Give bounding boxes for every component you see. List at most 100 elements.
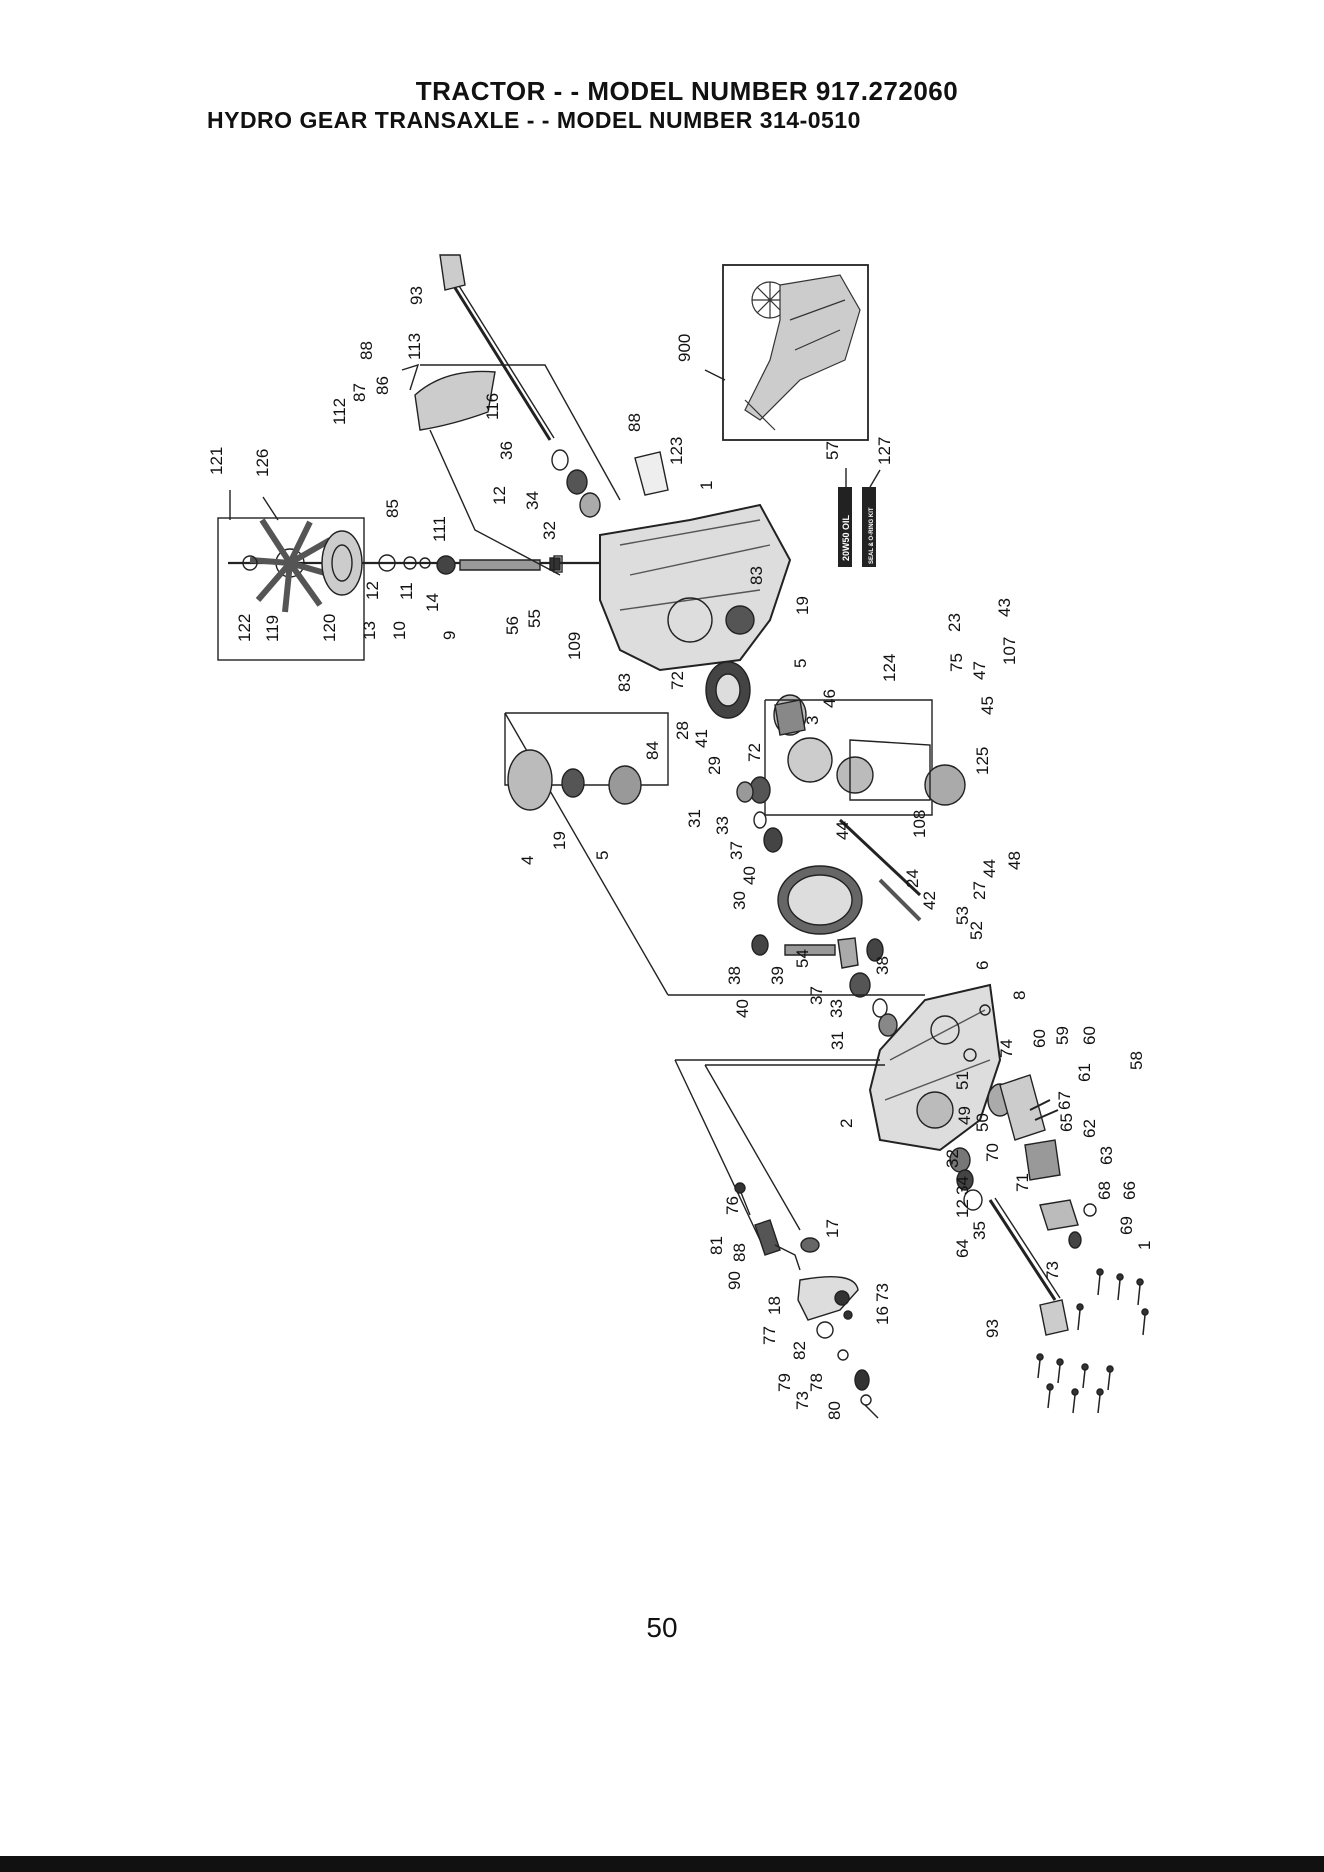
oil-tag — [838, 487, 852, 567]
seal-kit-tag — [862, 487, 876, 567]
callout-label-93: 93 — [407, 286, 426, 305]
callout-label-67: 67 — [1055, 1091, 1074, 1110]
callout-label-93: 93 — [983, 1319, 1002, 1338]
callout-label-27: 27 — [970, 881, 989, 900]
callout-label-37: 37 — [727, 841, 746, 860]
callout-label-77: 77 — [760, 1326, 779, 1345]
callout-label-1: 1 — [1135, 1241, 1154, 1250]
callout-label-73: 73 — [873, 1283, 892, 1302]
callout-label-43: 43 — [995, 598, 1014, 617]
callout-label-76: 76 — [723, 1196, 742, 1215]
page-subtitle: HYDRO GEAR TRANSAXLE - - MODEL NUMBER 31… — [207, 107, 861, 133]
page-title: TRACTOR - - MODEL NUMBER 917.272060 — [415, 76, 959, 106]
callout-label-109: 109 — [565, 632, 584, 660]
callout-label-74: 74 — [997, 1039, 1016, 1058]
callout-label-55: 55 — [525, 609, 544, 628]
callout-label-40: 40 — [733, 999, 752, 1018]
callout-label-48: 48 — [1005, 851, 1024, 870]
callout-label-29: 29 — [705, 756, 724, 775]
callout-label-23: 23 — [945, 613, 964, 632]
callout-label-60: 60 — [1080, 1026, 1099, 1045]
callout-label-107: 107 — [1000, 637, 1019, 665]
callout-label-2: 2 — [837, 1119, 856, 1128]
callout-label-16: 16 — [873, 1306, 892, 1325]
callout-label-68: 68 — [1095, 1181, 1114, 1200]
callout-label-121: 121 — [207, 447, 226, 475]
callout-label-125: 125 — [973, 747, 992, 775]
callout-label-41: 41 — [692, 729, 711, 748]
callout-label-123: 123 — [667, 437, 686, 465]
fan — [249, 518, 333, 613]
callout-label-122: 122 — [235, 614, 254, 642]
callout-label-37: 37 — [807, 986, 826, 1005]
callout-label-70: 70 — [983, 1143, 1002, 1162]
callout-label-1: 1 — [697, 481, 716, 490]
callout-label-69: 69 — [1117, 1216, 1136, 1235]
callout-label-59: 59 — [1053, 1026, 1072, 1045]
callout-label-71: 71 — [1013, 1173, 1032, 1192]
fan-assembly-box — [217, 517, 365, 661]
callout-label-85: 85 — [383, 499, 402, 518]
callout-label-4: 4 — [518, 856, 537, 865]
callout-label-32: 32 — [943, 1149, 962, 1168]
callout-label-81: 81 — [707, 1236, 726, 1255]
callout-label-17: 17 — [823, 1219, 842, 1238]
callout-label-58: 58 — [1127, 1051, 1146, 1070]
callout-label-14: 14 — [423, 593, 442, 612]
callout-label-19: 19 — [793, 596, 812, 615]
callout-label-61: 61 — [1075, 1063, 1094, 1082]
callout-label-13: 13 — [360, 621, 379, 640]
callout-label-86: 86 — [373, 376, 392, 395]
callout-label-32: 32 — [540, 521, 559, 540]
callout-label-38: 38 — [873, 956, 892, 975]
callout-label-60: 60 — [1030, 1029, 1049, 1048]
callout-label-127: 127 — [875, 437, 894, 465]
callout-label-44: 44 — [980, 859, 999, 878]
callout-label-64: 64 — [953, 1239, 972, 1258]
callout-label-57: 57 — [823, 441, 842, 460]
callout-label-34: 34 — [523, 491, 542, 510]
callout-label-40: 40 — [740, 866, 759, 885]
callout-label-28: 28 — [673, 721, 692, 740]
callout-label-35: 35 — [970, 1221, 989, 1240]
callout-label-120: 120 — [320, 614, 339, 642]
callout-label-6: 6 — [973, 961, 992, 970]
callout-label-75: 75 — [947, 653, 966, 672]
callout-label-30: 30 — [730, 891, 749, 910]
callout-label-90: 90 — [725, 1271, 744, 1290]
callout-label-9: 9 — [440, 631, 459, 640]
callout-label-44: 44 — [833, 821, 852, 840]
callout-label-46: 46 — [820, 689, 839, 708]
callout-label-10: 10 — [390, 621, 409, 640]
callout-label-66: 66 — [1120, 1181, 1139, 1200]
oil-tag-text: 20W50 OIL — [841, 514, 851, 561]
callout-label-45: 45 — [978, 696, 997, 715]
callout-label-111: 111 — [430, 516, 449, 542]
callout-label-83: 83 — [615, 673, 634, 692]
callout-label-72: 72 — [668, 671, 687, 690]
callout-label-73: 73 — [1043, 1261, 1062, 1280]
footer-bar — [0, 1856, 1324, 1872]
callout-label-84: 84 — [643, 741, 662, 760]
callout-label-42: 42 — [920, 891, 939, 910]
callout-label-19: 19 — [550, 831, 569, 850]
callout-label-113: 113 — [405, 333, 424, 360]
callout-label-50: 50 — [973, 1113, 992, 1132]
page-number: 50 — [646, 1612, 678, 1643]
callout-label-56: 56 — [503, 616, 522, 635]
callout-label-51: 51 — [953, 1071, 972, 1090]
callout-label-52: 52 — [967, 921, 986, 940]
callout-label-12: 12 — [363, 581, 382, 600]
callout-label-8: 8 — [1010, 991, 1029, 1000]
callout-label-24: 24 — [903, 869, 922, 888]
callout-label-18: 18 — [765, 1296, 784, 1315]
callout-label-126: 126 — [253, 449, 272, 477]
callout-label-87: 87 — [350, 383, 369, 402]
callout-label-108: 108 — [910, 810, 929, 838]
callout-label-54: 54 — [793, 949, 812, 968]
seal-kit-tag-text: SEAL & O-RING KIT — [869, 507, 875, 564]
callout-label-34: 34 — [953, 1176, 972, 1195]
callout-label-47: 47 — [970, 661, 989, 680]
